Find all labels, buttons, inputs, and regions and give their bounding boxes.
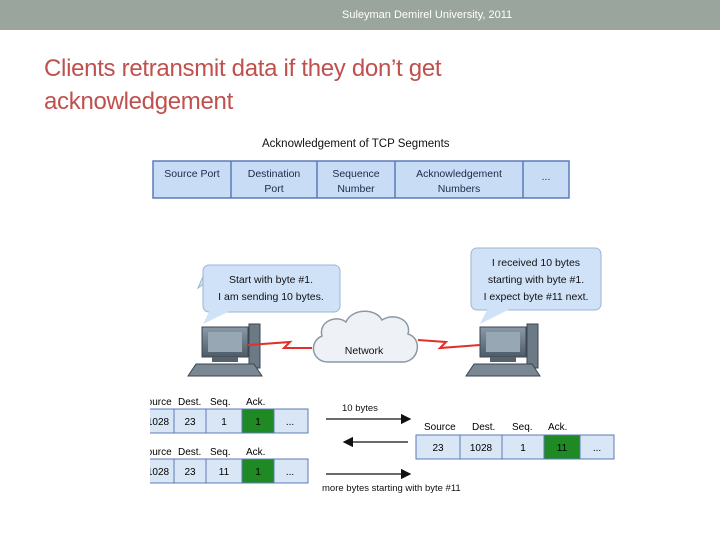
bubble-right-line3: I expect byte #11 next. [484,291,589,303]
p3-ack: 1 [255,467,261,478]
p2-col-dest: Dest. [472,422,495,433]
tcp-header-diagram: Source Port Destination Port Sequence Nu… [152,160,570,199]
p1-ack: 1 [255,417,261,428]
bubble-left: Start with byte #1. I am sending 10 byte… [196,264,341,324]
field-destination-port: Port [264,183,283,195]
p1-dest: 23 [184,417,196,428]
field-more: ... [542,171,551,183]
client-computer-icon [187,323,263,377]
field-acknowledgement: Acknowledgement [416,168,502,180]
p1-col-source: Source [150,397,172,408]
p3-source: 1028 [150,467,170,478]
p1-more: ... [286,417,294,428]
packet-1: Source Dest. Seq. Ack. 1028 23 1 1 ... [150,397,309,434]
packet-3: Source Dest. Seq. Ack. 1028 23 11 1 ... [150,447,309,484]
arrow3-label: more bytes starting with byte #11 [322,483,461,494]
p3-col-source: Source [150,447,172,458]
p3-col-dest: Dest. [178,447,201,458]
p3-more: ... [286,467,294,478]
p2-ack: 11 [557,443,568,454]
bubble-right-line2: starting with byte #1. [488,274,584,286]
p1-col-seq: Seq. [210,397,231,408]
p1-col-dest: Dest. [178,397,201,408]
p3-col-seq: Seq. [210,447,231,458]
p2-source: 23 [432,443,444,454]
lightning-link-left-icon [247,340,312,349]
packet-2: Source Dest. Seq. Ack. 23 1028 1 11 ... [415,422,615,460]
p3-col-ack: Ack. [246,447,265,458]
p2-dest: 1028 [470,443,493,454]
p2-col-source: Source [424,422,456,433]
institution-label: Suleyman Demirel University, 2011 [342,9,513,21]
network-cloud-icon: Network [312,310,418,363]
p1-col-ack: Ack. [246,397,265,408]
server-computer-icon [465,323,541,377]
p1-source: 1028 [150,417,170,428]
bubble-left-line2: I am sending 10 bytes. [218,291,324,303]
network-label: Network [345,345,384,357]
p1-seq: 1 [221,417,227,428]
arrow1-label: 10 bytes [342,403,378,414]
field-destination: Destination [248,168,301,180]
figure-caption: Acknowledgement of TCP Segments [262,138,450,150]
field-source-port: Source Port [164,168,220,180]
bubble-right: I received 10 bytes starting with byte #… [470,247,602,324]
bubble-right-line1: I received 10 bytes [492,257,580,269]
tcp-ack-figure: Acknowledgement of TCP Segments Source P… [150,130,620,500]
p2-col-seq: Seq. [512,422,533,433]
slide-title: Clients retransmit data if they don’t ge… [44,55,442,115]
field-acknowledgement-numbers: Numbers [438,183,481,195]
bubble-left-line1: Start with byte #1. [229,274,313,286]
p3-seq: 11 [219,467,230,478]
p3-dest: 23 [184,467,196,478]
top-bar: Suleyman Demirel University, 2011 [0,0,720,30]
lightning-link-right-icon [417,339,481,350]
p2-col-ack: Ack. [548,422,567,433]
p2-seq: 1 [520,443,526,454]
p2-more: ... [593,443,601,454]
field-sequence: Sequence [332,168,379,180]
field-sequence-number: Number [337,183,375,195]
